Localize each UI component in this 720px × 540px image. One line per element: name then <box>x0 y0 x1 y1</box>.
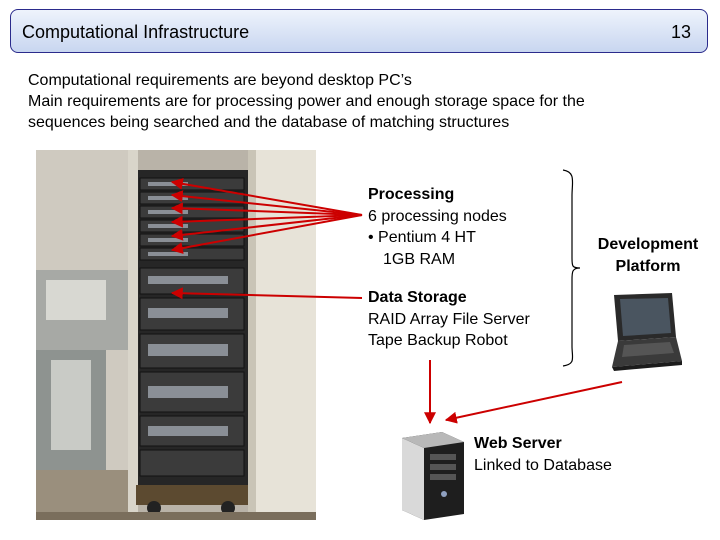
intro-text: Computational requirements are beyond de… <box>28 70 708 133</box>
web-server-heading: Web Server <box>474 435 562 452</box>
processing-block: Processing 6 processing nodes • Pentium … <box>368 184 507 270</box>
raid-array-label: RAID Array File Server <box>368 310 530 328</box>
data-storage-heading: Data Storage <box>368 289 467 306</box>
processing-arrow <box>170 190 363 216</box>
processing-nodes: 6 processing nodes <box>368 207 507 225</box>
intro-line-3: sequences being searched and the databas… <box>28 114 510 131</box>
processing-arrows <box>170 177 363 254</box>
processing-ram: 1GB RAM <box>383 250 456 268</box>
development-line-1: Development <box>597 236 699 253</box>
intro-line-2: Main requirements are for processing pow… <box>28 93 585 110</box>
processing-arrow <box>170 214 363 228</box>
dev-to-webserver-arrow <box>444 381 623 424</box>
desktop-tower-icon <box>398 428 470 520</box>
web-server-detail: Linked to Database <box>474 457 612 474</box>
development-line-2: Platform <box>615 258 681 275</box>
processing-arrow <box>170 177 363 216</box>
tape-backup-label: Tape Backup Robot <box>368 332 508 349</box>
processing-arrow <box>170 214 363 241</box>
processing-arrow <box>170 202 363 216</box>
data-storage-arrow <box>170 287 363 300</box>
processing-heading: Processing <box>368 186 455 203</box>
processing-arrow <box>170 214 363 254</box>
slide-title-bar: Computational Infrastructure 13 <box>10 9 708 53</box>
development-platform-label: Development Platform <box>585 234 711 278</box>
slide-title: Computational Infrastructure <box>22 22 250 42</box>
processing-bullet: • Pentium 4 HT <box>368 229 476 246</box>
web-server-block: Web Server Linked to Database <box>474 433 612 477</box>
slide-number: 13 <box>670 22 691 42</box>
laptop-icon <box>606 291 684 373</box>
intro-line-1: Computational requirements are beyond de… <box>28 72 412 89</box>
grouping-brace <box>562 169 581 367</box>
data-storage-block: Data Storage RAID Array File Server Tape… <box>368 287 530 352</box>
